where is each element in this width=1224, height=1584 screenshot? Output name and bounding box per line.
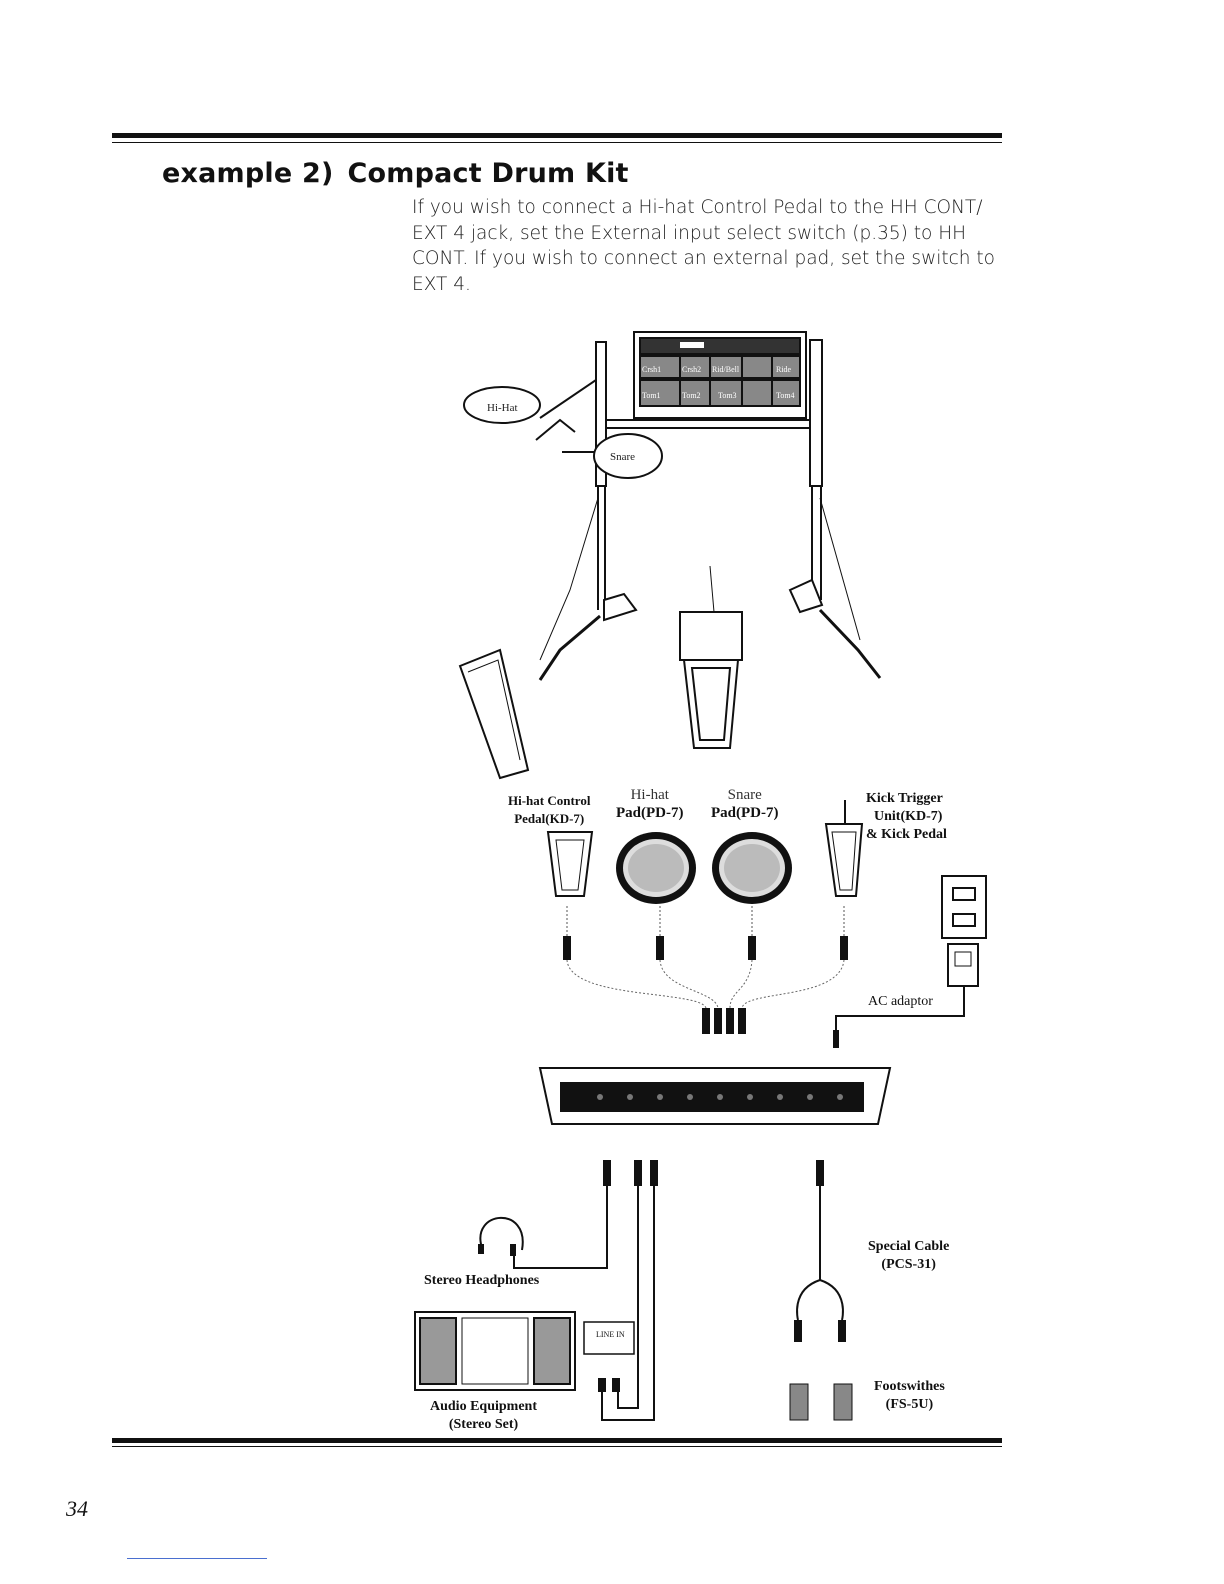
line-in-label: LINE IN — [596, 1330, 625, 1339]
top-rule-thick — [112, 133, 1002, 138]
audio-line1: Audio Equipment — [430, 1399, 537, 1414]
kick-line1: Kick Trigger — [866, 791, 943, 806]
special-cable-label: Special Cable (PCS-31) — [868, 1238, 949, 1274]
kick-line2: Unit(KD-7) — [874, 809, 943, 824]
unit-pad-crsh1: Crsh1 — [642, 365, 661, 374]
footswitch-icon — [789, 1383, 853, 1421]
snare-pad-line2: Pad(PD-7) — [711, 805, 779, 821]
intro-line-1: If you wish to connect a Hi-hat Control … — [412, 197, 983, 218]
special-cable-line2: (PCS-31) — [881, 1257, 936, 1272]
page-number: 34 — [66, 1496, 88, 1521]
hihat-pad-icon — [616, 832, 696, 904]
headphones-label: Stereo Headphones — [424, 1273, 540, 1288]
ac-adaptor-label: AC adaptor — [868, 994, 933, 1009]
hihat-control-line1: Hi-hat Control — [508, 793, 591, 808]
intro-line-2: EXT 4 jack, set the External input selec… — [412, 222, 967, 244]
example-label: example 2) — [162, 158, 334, 189]
line-in-jack-icon — [583, 1321, 635, 1392]
bottom-rule-thick — [112, 1438, 1002, 1443]
snare-label: Snare — [610, 451, 635, 463]
section-title: example 2) Compact Drum Kit — [162, 158, 629, 189]
unit-pad-tom2: Tom2 — [682, 391, 701, 400]
footswitches-line1: Footswithes — [874, 1379, 945, 1394]
bottom-rule-thin — [112, 1446, 1002, 1447]
intro-line-4: EXT 4. — [412, 273, 471, 295]
ac-adaptor-icon — [835, 943, 979, 1030]
hihat-cymbal-label: Hi-Hat — [487, 402, 518, 414]
unit-pad-tom1: Tom1 — [642, 391, 661, 400]
hihat-control-line2: Pedal(KD-7) — [514, 811, 585, 826]
snare-pad-icon — [712, 832, 792, 904]
footswitches-label: Footswithes (FS-5U) — [874, 1378, 945, 1414]
sound-module-icon — [538, 1067, 892, 1125]
audio-line2: (Stereo Set) — [448, 1417, 519, 1432]
unit-pad-crsh2: Crsh2 — [682, 365, 701, 374]
snare-pad-line1: Snare — [727, 787, 762, 803]
unit-pad-tom4: Tom4 — [776, 391, 795, 400]
hihat-pad-label: Hi-hat Pad(PD-7) — [616, 786, 684, 822]
headphones-icon — [479, 1216, 524, 1251]
audio-equipment-label: Audio Equipment (Stereo Set) — [430, 1398, 537, 1434]
top-rule-thin — [112, 142, 1002, 143]
audio-equipment-icon — [414, 1311, 576, 1391]
hihat-pad-line1: Hi-hat — [630, 787, 669, 803]
snare-pad-label: Snare Pad(PD-7) — [711, 786, 779, 822]
hihat-control-label: Hi-hat Control Pedal(KD-7) — [508, 792, 590, 828]
unit-pad-ridbell: Rid/Bell — [712, 365, 740, 374]
unit-pad-tom3: Tom3 — [718, 391, 737, 400]
intro-line-3: CONT. If you wish to connect an external… — [412, 248, 995, 269]
connection-diagram: LINE IN — [414, 800, 987, 1421]
unit-pad-ride: Ride — [776, 365, 792, 374]
hihat-pad-line2: Pad(PD-7) — [616, 805, 684, 821]
wall-outlet-icon — [941, 875, 987, 939]
special-cable-line1: Special Cable — [868, 1239, 950, 1254]
drum-kit-illustration: Hi-Hat Snare Crsh1 Crsh2 Rid/Bell Ride T… — [458, 331, 882, 780]
intro-paragraph: If you wish to connect a Hi-hat Control … — [412, 195, 1012, 297]
footer-divider — [127, 1558, 267, 1559]
footswitches-line2: (FS-5U) — [885, 1397, 934, 1412]
kick-label: Kick Trigger Unit(KD-7) & Kick Pedal — [866, 790, 947, 844]
title-text: Compact Drum Kit — [347, 158, 629, 189]
kick-line3: & Kick Pedal — [866, 827, 947, 842]
